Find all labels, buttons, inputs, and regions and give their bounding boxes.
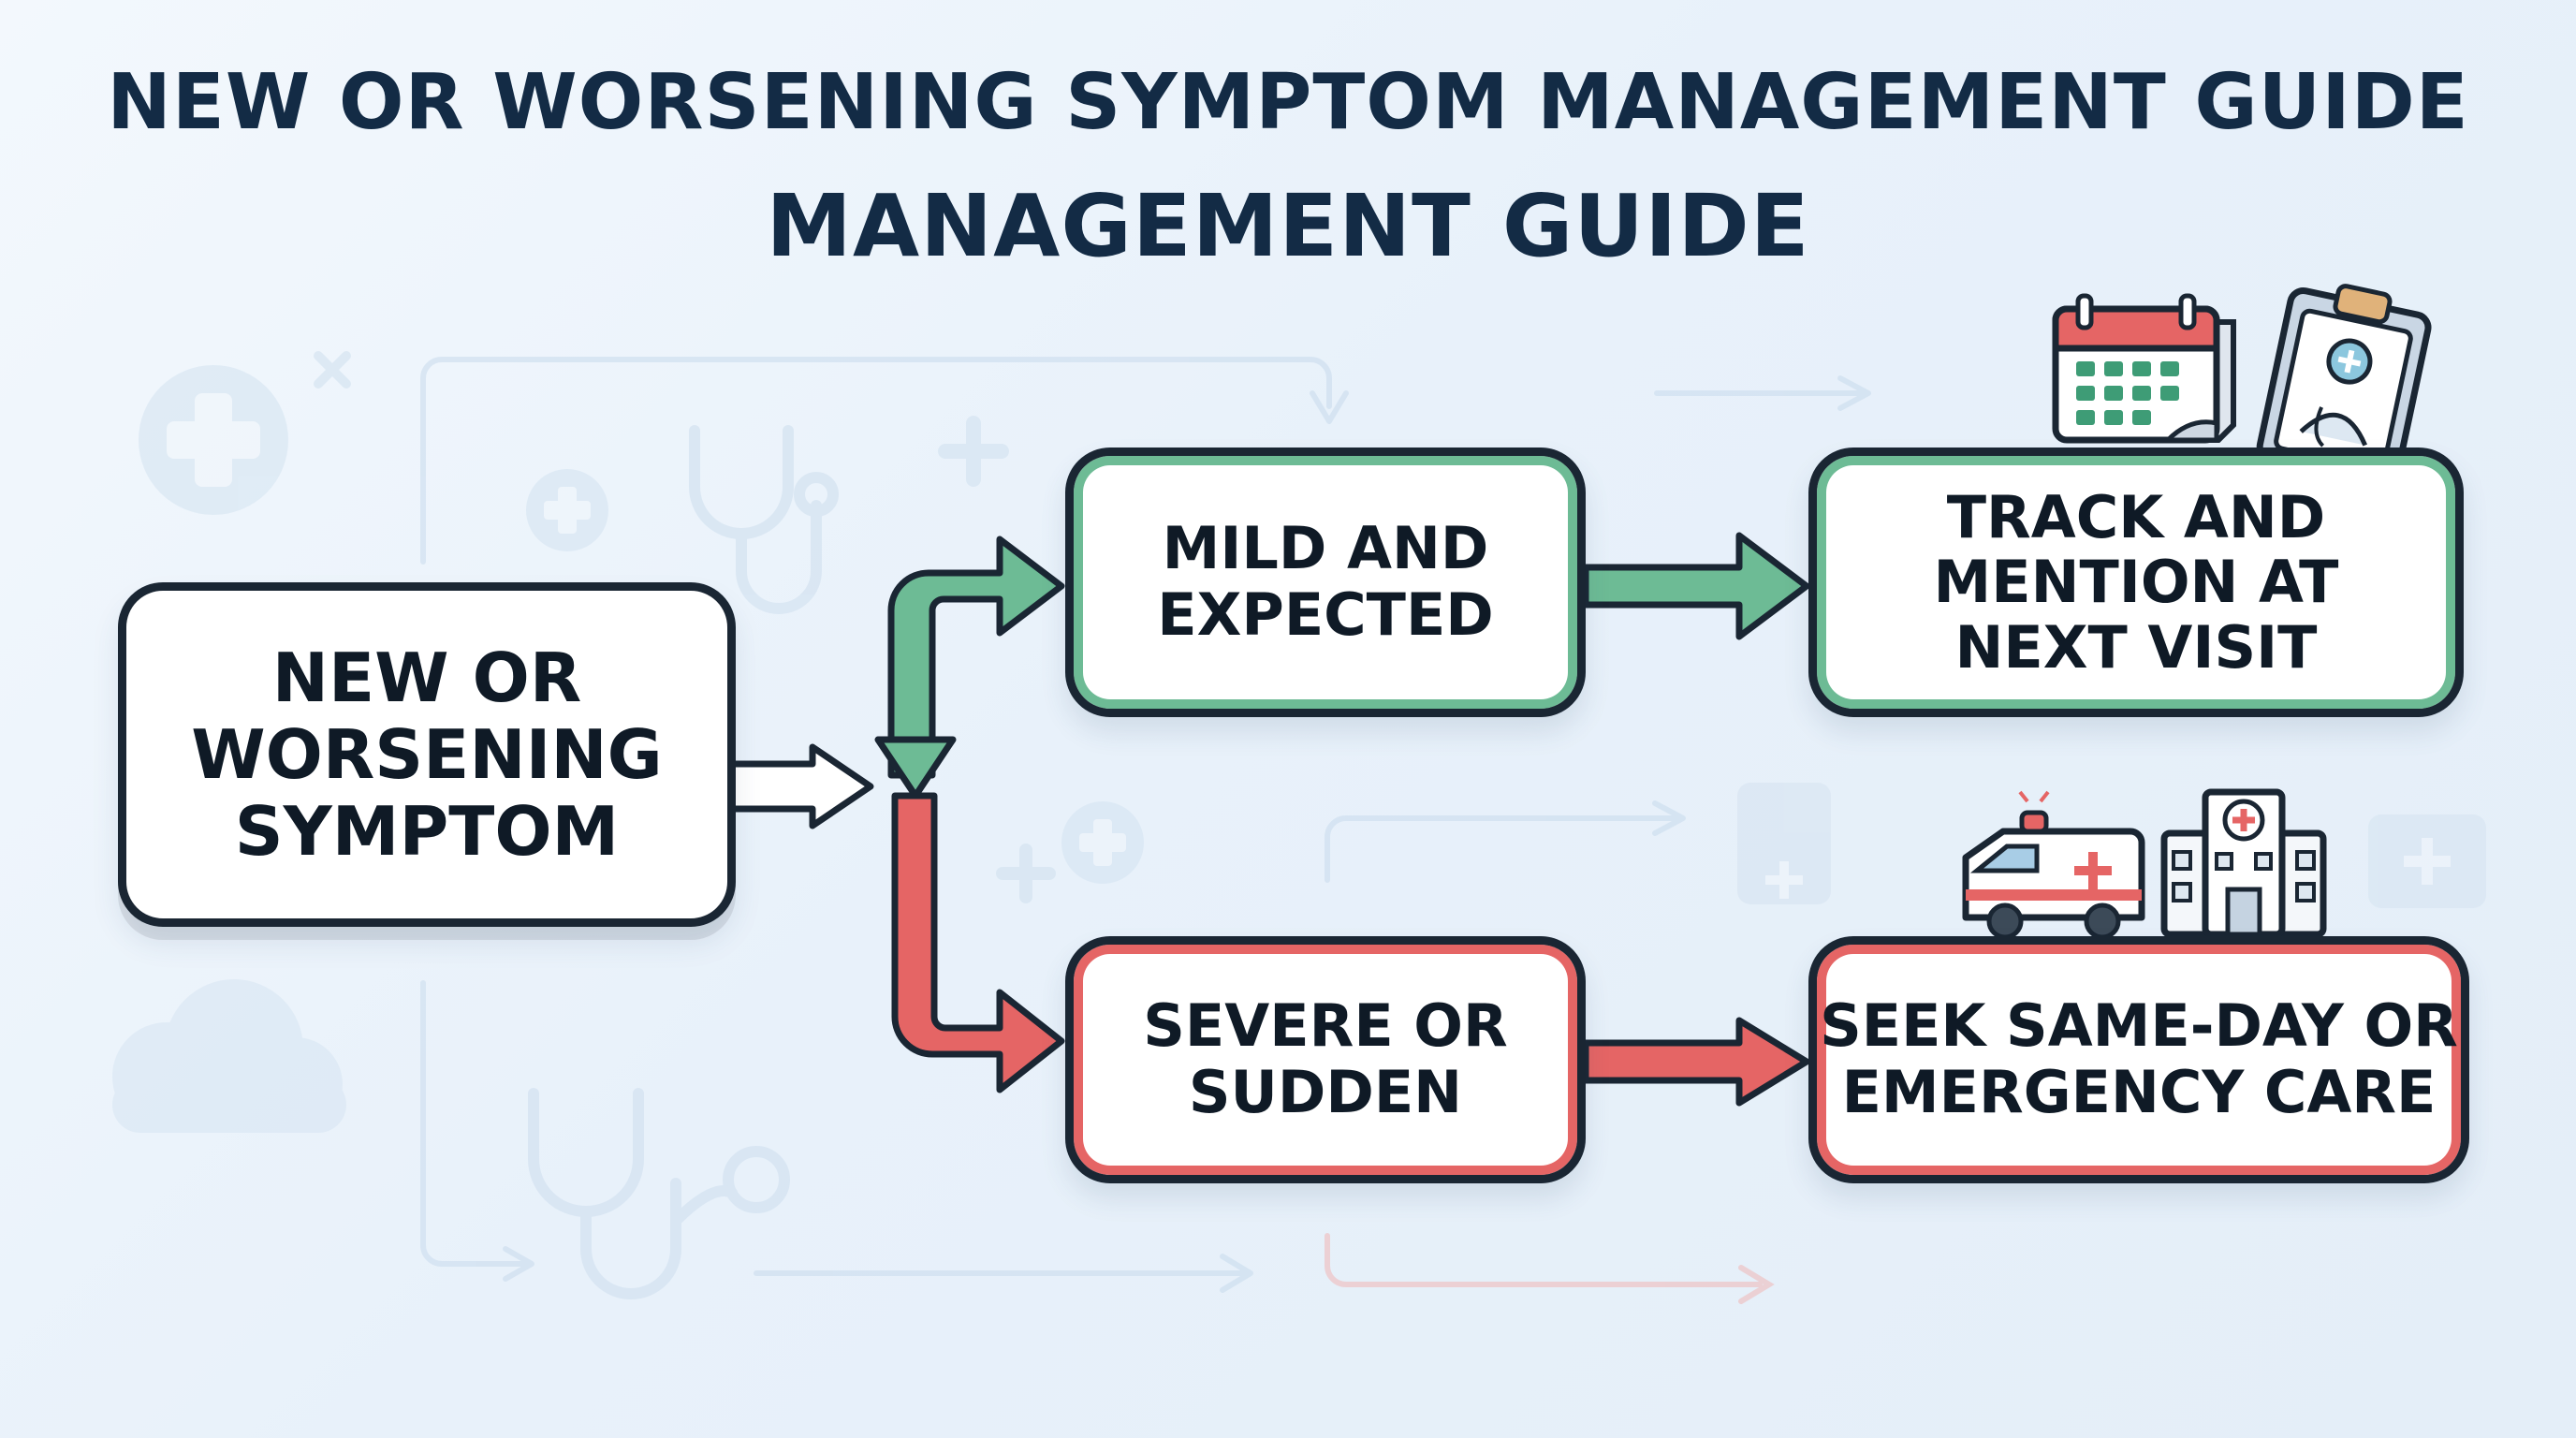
briefcase-icon: [2368, 814, 2486, 908]
node-label: SEVERE OR SUDDEN: [1143, 991, 1508, 1126]
page-subtitle: MANAGEMENT GUIDE: [766, 176, 1810, 276]
arrow-severe-to-care: [1582, 1017, 1810, 1107]
page-title: NEW OR WORSENING SYMPTOM MANAGEMENT GUID…: [107, 58, 2469, 147]
node-label: MILD AND EXPECTED: [1157, 514, 1494, 649]
node-mild-and-expected: MILD AND EXPECTED: [1065, 448, 1586, 717]
arrow-start-to-branch: [726, 743, 874, 829]
background-decorations: [112, 351, 2486, 1304]
arrow-branch-to-severe: [891, 792, 1065, 1093]
hospital-icon: [2160, 788, 2327, 938]
medical-cross-icon: [139, 365, 288, 515]
arrow-branch-to-mild: [874, 536, 1065, 800]
node-track-and-mention: TRACK AND MENTION AT NEXT VISIT: [1808, 448, 2464, 717]
ambulance-icon: [1962, 790, 2145, 940]
stethoscope-icon: [689, 425, 839, 614]
medical-cross-icon: [1061, 801, 1144, 884]
node-seek-emergency-care: SEEK SAME-DAY OR EMERGENCY CARE: [1808, 936, 2469, 1183]
node-severe-or-sudden: SEVERE OR SUDDEN: [1065, 936, 1586, 1183]
node-label: SEEK SAME-DAY OR EMERGENCY CARE: [1820, 991, 2458, 1126]
stethoscope-icon: [528, 1088, 790, 1299]
node-label: NEW OR WORSENING SYMPTOM: [191, 638, 663, 872]
node-new-or-worsening-symptom: NEW OR WORSENING SYMPTOM: [118, 582, 736, 927]
arrow-mild-to-track: [1582, 532, 1810, 640]
medical-cross-icon: [526, 469, 608, 551]
node-label: TRACK AND MENTION AT NEXT VISIT: [1933, 482, 2339, 682]
background-cloud: [112, 979, 346, 1133]
clipboard-doctor-icon: [2256, 284, 2432, 487]
clipboard-icon: [1737, 783, 1831, 904]
calendar-icon: [2052, 293, 2236, 444]
